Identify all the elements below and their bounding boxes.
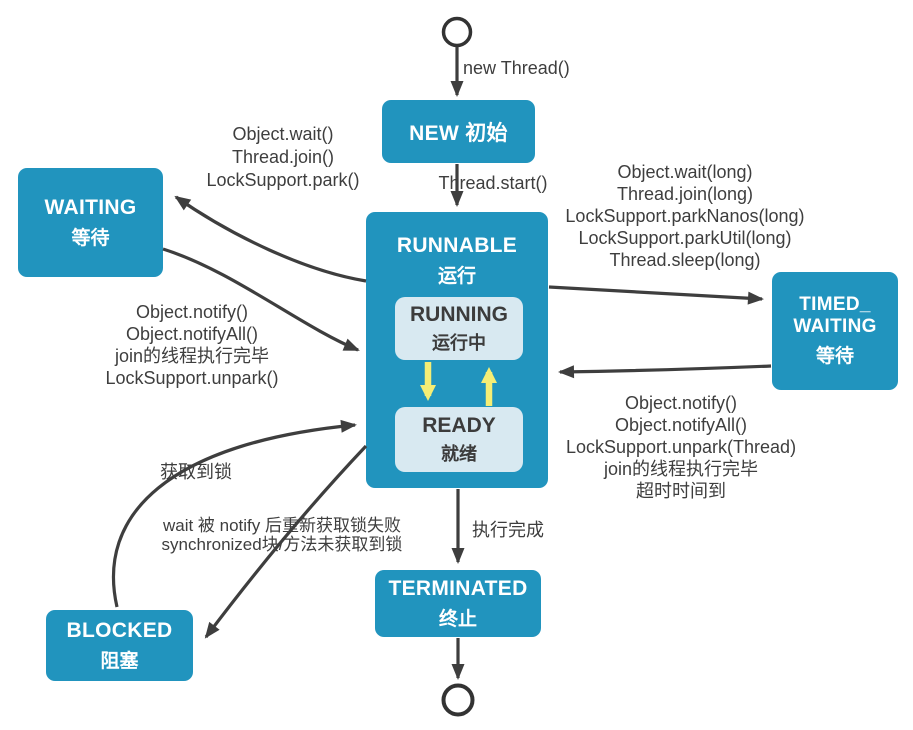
label-line: 超时时间到 <box>636 481 726 501</box>
label-line: Thread.join() <box>231 147 335 167</box>
node-new-label: NEW 初始 <box>409 121 508 145</box>
label-runnable-to-waiting: Object.wait() Thread.join() LockSupport.… <box>193 123 373 192</box>
label-waiting-to-runnable: Object.notify() Object.notifyAll() join的… <box>102 301 282 389</box>
node-blocked-label-en: BLOCKED <box>66 618 173 642</box>
edge-runnable-to-timed-waiting <box>548 285 764 305</box>
label-line: Object.wait() <box>232 124 334 144</box>
node-runnable-label-zh: 运行 <box>437 266 476 287</box>
label-line: Object.wait(long) <box>617 162 753 182</box>
node-waiting-label-en: WAITING <box>44 195 137 219</box>
node-timed-waiting-line2: WAITING <box>793 316 877 337</box>
node-ready: READY 就绪 <box>395 407 523 472</box>
node-new: NEW 初始 <box>382 100 535 163</box>
node-blocked-label-zh: 阻塞 <box>100 650 139 672</box>
edge-timed-waiting-to-runnable <box>558 364 772 379</box>
label-line: Object.notifyAll() <box>125 324 259 344</box>
label-line: LockSupport.park() <box>206 170 360 190</box>
node-running-label-en: RUNNING <box>410 302 508 326</box>
label-new-thread: new Thread() <box>463 58 570 78</box>
label-to-terminated: 执行完成 <box>472 520 544 540</box>
node-waiting-label-zh: 等待 <box>71 227 110 249</box>
node-timed-waiting: TIMED_ WAITING 等待 <box>772 272 898 390</box>
label-runnable-to-timed-waiting: Object.wait(long) Thread.join(long) Lock… <box>545 161 825 271</box>
node-running-label-zh: 运行中 <box>432 332 486 353</box>
label-blocked-to-runnable: 获取到锁 <box>160 462 232 482</box>
node-terminated-label-en: TERMINATED <box>388 576 528 600</box>
end-state-icon <box>441 683 475 717</box>
node-ready-label-en: READY <box>422 413 496 437</box>
node-waiting: WAITING 等待 <box>18 168 163 277</box>
label-line: Object.notifyAll() <box>614 415 748 435</box>
label-line: LockSupport.parkUtil(long) <box>578 228 792 248</box>
label-line: Thread.join(long) <box>616 184 754 204</box>
label-timed-waiting-to-runnable: Object.notify() Object.notifyAll() LockS… <box>541 392 821 502</box>
label-thread-start: Thread.start() <box>438 173 548 193</box>
edge-runnable-to-waiting <box>174 195 367 283</box>
node-timed-waiting-line3: 等待 <box>815 346 854 367</box>
label-line: Object.notify() <box>624 393 738 413</box>
node-running: RUNNING 运行中 <box>395 297 523 360</box>
label-line: join的线程执行完毕 <box>603 459 759 479</box>
node-timed-waiting-line1: TIMED_ <box>799 294 871 315</box>
node-ready-label-zh: 就绪 <box>441 443 477 464</box>
label-line: wait 被 notify 后重新获取锁失败 <box>162 516 402 535</box>
label-line: Object.notify() <box>135 302 249 322</box>
label-line: LockSupport.parkNanos(long) <box>565 206 805 226</box>
node-terminated: TERMINATED 终止 <box>375 570 541 637</box>
node-runnable-label-en: RUNNABLE <box>396 234 518 257</box>
label-line: synchronized块/方法未获取到锁 <box>161 535 403 554</box>
start-state-icon <box>441 16 473 48</box>
label-line: Thread.sleep(long) <box>609 250 761 270</box>
label-line: join的线程执行完毕 <box>114 346 270 366</box>
node-blocked: BLOCKED 阻塞 <box>46 610 193 681</box>
label-line: LockSupport.unpark() <box>105 368 279 388</box>
label-runnable-to-blocked: wait 被 notify 后重新获取锁失败 synchronized块/方法未… <box>137 516 427 554</box>
node-terminated-label-zh: 终止 <box>438 608 477 630</box>
label-line: LockSupport.unpark(Thread) <box>565 437 797 457</box>
